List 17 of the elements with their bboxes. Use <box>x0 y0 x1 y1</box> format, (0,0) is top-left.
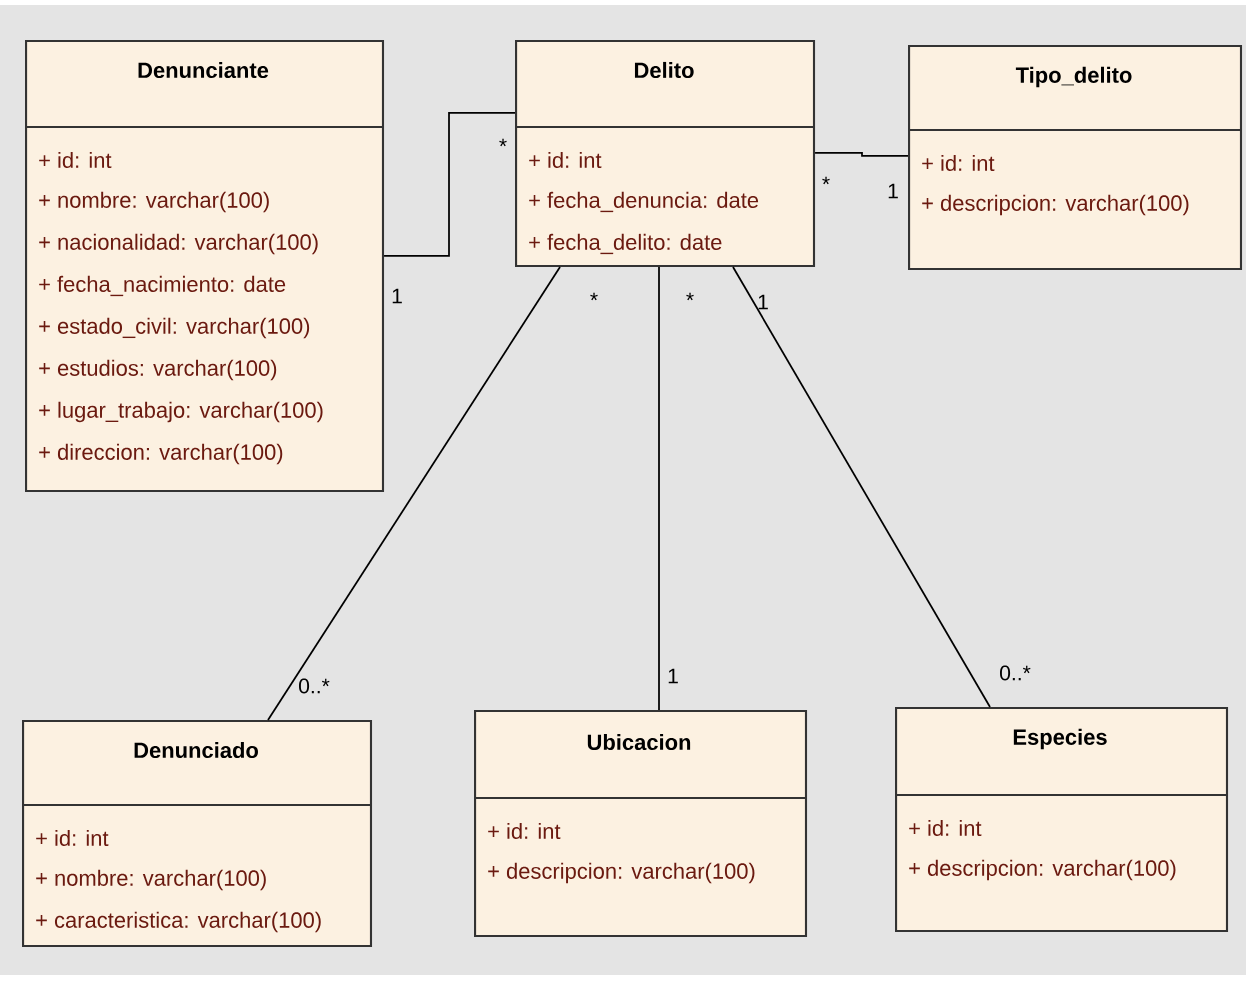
class-box: Ubicacion + id: int + descripcion: varchar(100) <box>474 710 808 938</box>
multiplicity-label: * <box>590 292 598 301</box>
class-box: Denunciado + id: int + nombre: varchar(100) + caracteristica: varchar(100) <box>22 720 373 948</box>
multiplicity-label: * <box>686 292 694 301</box>
association-line <box>658 266 660 711</box>
association-line <box>383 112 516 257</box>
class-box: Especies + id: int + descripcion: varchar(100) <box>895 707 1229 933</box>
class-box: Delito + id: int + fecha_denuncia: date + fecha_delito: date <box>515 40 816 268</box>
association-line <box>732 266 991 708</box>
multiplicity-label: 0..* <box>1000 665 1031 681</box>
class-box: Tipo_delito + id: int + descripcion: varchar(100) <box>908 45 1243 271</box>
association-line <box>814 152 909 157</box>
multiplicity-label: 1 <box>668 668 678 684</box>
class-box: Denunciante + id: int + nombre: varchar(100) + nacionalidad: varchar(100) + fecha_nacimiento: date + estado_civil: varchar(100) + estudios: varchar(100) + lugar_trabajo: varchar(100) + direccion: varchar(100) <box>25 40 385 492</box>
association-line <box>267 266 561 721</box>
multiplicity-label: 0..* <box>299 678 330 694</box>
multiplicity-label: 1 <box>758 294 768 310</box>
